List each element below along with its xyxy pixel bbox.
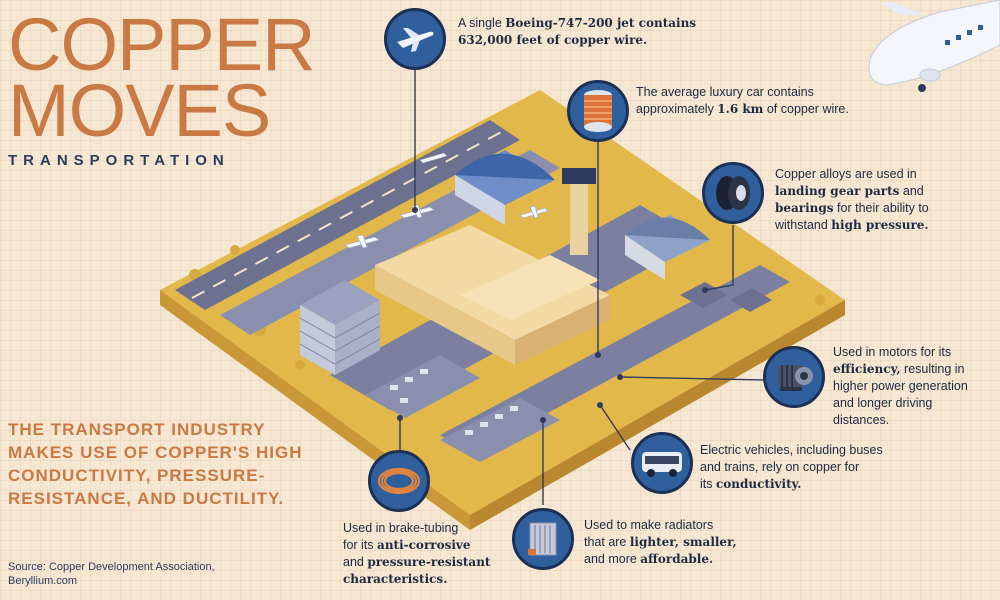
parking-lot-left [365, 355, 480, 418]
industry-statement: THE TRANSPORT INDUSTRY MAKES USE OF COPP… [8, 420, 303, 508]
large-airplane [868, 0, 1000, 92]
gear-callout-text: Copper alloys are used in landing gear p… [775, 167, 929, 232]
source-line2: Beryllium.com [8, 575, 78, 587]
title-moves: MOVES [8, 69, 271, 152]
ev-callout-text: Electric vehicles, including buses and t… [700, 443, 883, 491]
source-note: Source: Copper Development Association, … [8, 560, 215, 588]
tire-icon [702, 162, 764, 224]
jet-callout-text: A single Boeing-747-200 jet contains 632… [458, 16, 697, 47]
source-line1: Source: Copper Development Association, [8, 561, 215, 573]
electric-motor-icon [763, 346, 825, 408]
copper-tubing-icon [368, 450, 430, 512]
bus-icon [631, 432, 693, 494]
parking-lot-right [440, 398, 560, 462]
airplane-icon [384, 8, 446, 70]
radiator-icon [512, 508, 574, 570]
car-callout-text: The average luxury car contains approxim… [636, 85, 849, 116]
subtitle: TRANSPORTATION [8, 152, 230, 169]
leader-gear [704, 225, 734, 291]
control-tower [570, 175, 588, 255]
motor-callout-text: Used in motors for its efficiency, resul… [833, 345, 968, 427]
leader-motor [619, 376, 766, 381]
parking-garage [300, 280, 380, 325]
leader-ev [599, 404, 631, 451]
title-block: COPPER MOVES TRANSPORTATION [8, 3, 316, 170]
brake-callout-text: Used in brake-tubing for its anti-corros… [343, 521, 491, 586]
title-copper: COPPER [8, 3, 316, 86]
radiator-callout-text: Used to make radiators that are lighter,… [584, 518, 737, 566]
wire-spool-icon [567, 80, 629, 142]
